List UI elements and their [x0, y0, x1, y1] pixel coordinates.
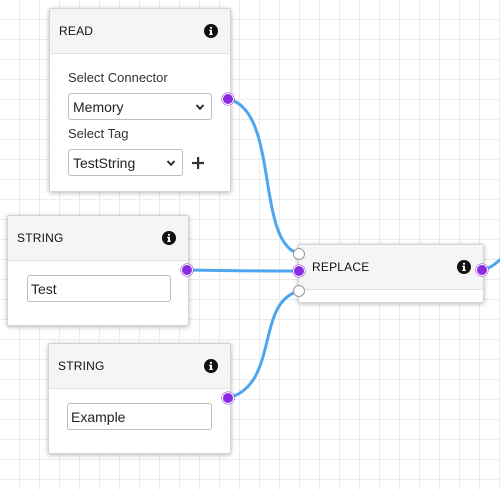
string-node-example[interactable]: STRING Example [48, 343, 231, 454]
select-connector-label: Select Connector [68, 70, 168, 85]
info-icon[interactable] [204, 359, 218, 373]
read-node[interactable]: READ Select Connector Memory Select Tag … [49, 8, 231, 192]
string-node-body: Test [8, 261, 188, 312]
chevron-down-icon [166, 159, 176, 166]
replace-node-title: REPLACE [312, 260, 370, 274]
string-value-input[interactable]: Test [27, 275, 171, 302]
string-example-output-port[interactable] [222, 392, 234, 404]
string-node-title: STRING [17, 231, 64, 245]
chevron-down-icon [195, 103, 205, 110]
read-output-port[interactable] [222, 93, 234, 105]
string-node-title: STRING [58, 359, 105, 373]
tag-row: TestString [68, 149, 212, 176]
tag-select[interactable]: TestString [68, 149, 183, 176]
wire-string2-to-replace[interactable] [227, 289, 301, 400]
info-icon[interactable] [204, 24, 218, 38]
string-test-output-port[interactable] [181, 264, 193, 276]
read-node-header[interactable]: READ [50, 9, 230, 54]
wire-read-to-replace[interactable] [227, 97, 301, 256]
string-node-body: Example [49, 389, 230, 440]
string-node-header[interactable]: STRING [8, 216, 188, 261]
replace-input-port-1[interactable] [293, 248, 305, 260]
info-icon[interactable] [457, 260, 471, 274]
tag-select-value: TestString [73, 154, 136, 171]
replace-node-header[interactable]: REPLACE [299, 245, 483, 290]
replace-input-port-3[interactable] [293, 285, 305, 297]
select-tag-label: Select Tag [68, 126, 129, 141]
connector-select[interactable]: Memory [68, 93, 212, 120]
plus-icon[interactable] [191, 156, 205, 170]
string-value-input[interactable]: Example [67, 403, 212, 430]
string-node-test[interactable]: STRING Test [7, 215, 189, 326]
info-icon[interactable] [162, 231, 176, 245]
string-node-header[interactable]: STRING [49, 344, 230, 389]
read-node-body: Select Connector Memory Select Tag TestS… [50, 54, 230, 186]
replace-output-port[interactable] [476, 264, 488, 276]
replace-input-port-2[interactable] [293, 265, 305, 277]
connector-select-value: Memory [73, 98, 124, 115]
wire-string1-to-replace[interactable] [186, 268, 301, 273]
read-node-title: READ [59, 24, 94, 38]
replace-node[interactable]: REPLACE [298, 244, 484, 303]
